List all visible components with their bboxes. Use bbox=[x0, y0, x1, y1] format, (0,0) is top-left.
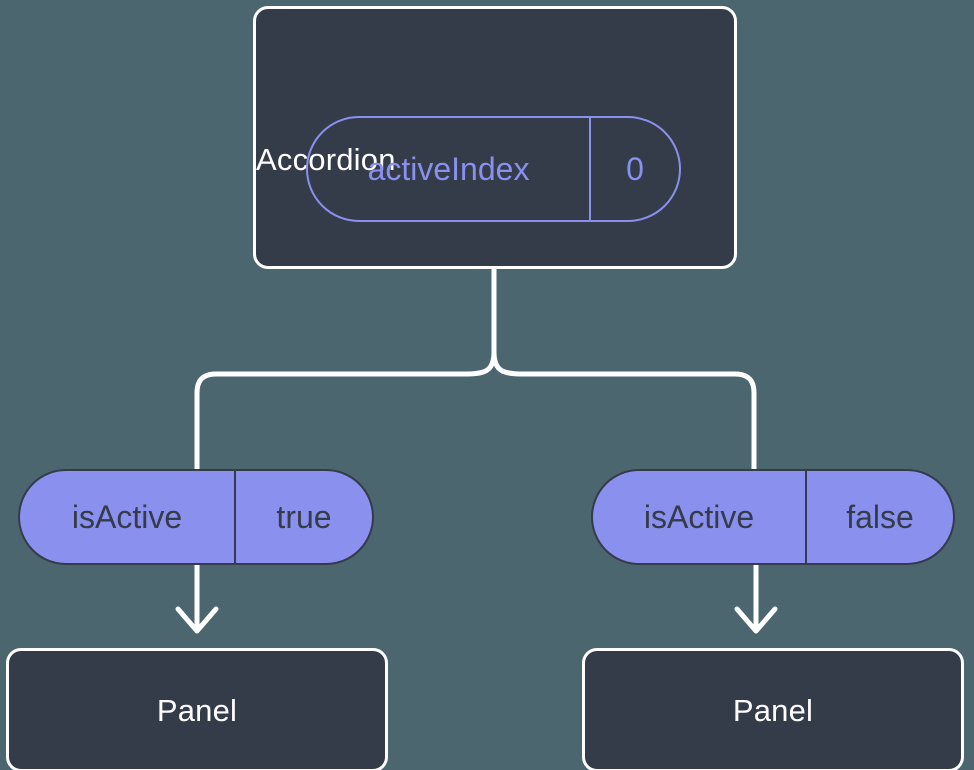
state-pill-key: activeIndex bbox=[367, 151, 530, 187]
component-node-panel-left[interactable]: Panel bbox=[6, 648, 388, 770]
connector-arrow-right bbox=[734, 565, 778, 634]
state-pill-value: 0 bbox=[589, 118, 679, 220]
prop-pill-right-isactive[interactable]: isActive false bbox=[591, 469, 955, 565]
component-node-panel-right[interactable]: Panel bbox=[582, 648, 964, 770]
prop-pill-right-value: false bbox=[805, 471, 953, 563]
connector-arrow-left bbox=[175, 565, 219, 634]
connector-fork-branch-left bbox=[194, 351, 497, 470]
component-title-panel-left: Panel bbox=[156, 692, 238, 728]
connector-fork-branch-right bbox=[491, 351, 757, 470]
prop-pill-left-isactive[interactable]: isActive true bbox=[18, 469, 374, 565]
prop-pill-right-key: isActive bbox=[643, 499, 755, 535]
prop-pill-left-value: true bbox=[234, 471, 372, 563]
component-title-panel-right: Panel bbox=[732, 692, 814, 728]
prop-pill-left-key: isActive bbox=[71, 499, 183, 535]
state-pill-activeindex[interactable]: activeIndex 0 bbox=[306, 116, 681, 222]
